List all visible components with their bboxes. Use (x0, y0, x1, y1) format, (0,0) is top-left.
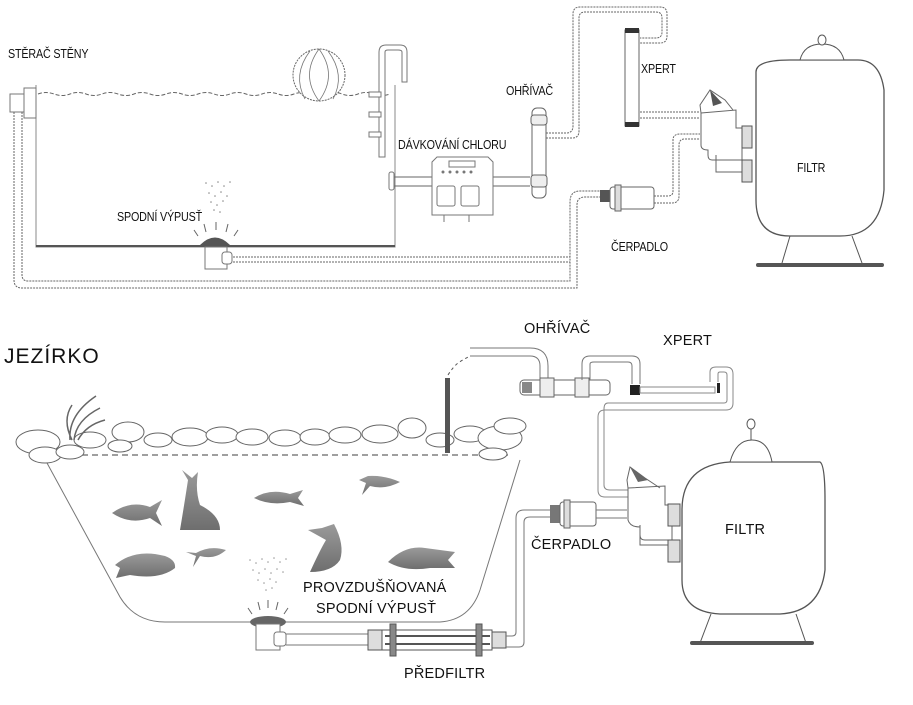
filter-tank-top (755, 34, 885, 267)
label-prefilter: PŘEDFILTR (404, 666, 486, 682)
heater-unit (530, 107, 548, 199)
prefilter-unit (367, 623, 507, 657)
filter-tank-pond (681, 418, 826, 645)
pond-plant-icon (66, 395, 106, 441)
beach-ball-icon (292, 48, 346, 102)
fish-icon (388, 547, 455, 570)
label-pump-pond: ČERPADLO (531, 537, 612, 553)
label-wall-skimmer: STĚRAČ STĚNY (8, 47, 89, 61)
heater-unit-pond (519, 377, 611, 398)
fish-icon (115, 553, 176, 578)
fish-icon (254, 490, 304, 506)
fish-icon (359, 475, 400, 495)
wall-skimmer-icon (9, 87, 37, 119)
multiport-valve-pond (626, 466, 681, 563)
label-aerated-drain-line1: PROVZDUŠŇOVANÁ (303, 580, 447, 596)
heater-xpert-pipe (546, 6, 668, 134)
xpert-unit-pond (630, 383, 720, 395)
bottom-drain-icon (193, 181, 239, 270)
fish-icon (308, 524, 342, 572)
label-chlorine-dosing: DÁVKOVÁNÍ CHLORU (398, 138, 507, 152)
pump-unit (600, 184, 655, 212)
fish-group (112, 470, 455, 578)
aerated-drain-icon (247, 557, 289, 651)
pool-system (9, 6, 885, 289)
label-pump: ČERPADLO (611, 240, 668, 254)
label-aerated-drain-line2: SPODNÍ VÝPUSŤ (316, 601, 437, 617)
label-filter-pond: FILTR (725, 522, 766, 538)
pump-unit-pond (550, 499, 597, 529)
pond-rocks (15, 417, 527, 464)
label-xpert-pond: XPERT (663, 333, 713, 349)
xpert-unit (624, 28, 640, 127)
fish-icon (112, 500, 162, 526)
fish-icon (186, 548, 226, 567)
label-bottom-drain: SPODNÍ VÝPUSŤ (117, 210, 202, 224)
label-heater: OHŘÍVAČ (506, 84, 553, 98)
pond-return-pipe (445, 378, 450, 453)
label-heater-pond: OHŘÍVAČ (524, 321, 591, 337)
pond-system (15, 347, 826, 657)
pond-title: JEZÍRKO (4, 345, 100, 368)
multiport-valve (699, 89, 753, 183)
pond-basin (46, 459, 521, 623)
label-xpert: XPERT (641, 62, 676, 76)
fish-icon (180, 470, 220, 530)
skimmer-return-pipe (13, 112, 600, 289)
pool-inlet-pipe (368, 44, 408, 158)
chlorine-dosing-unit (431, 156, 494, 222)
label-filter: FILTR (797, 161, 826, 175)
